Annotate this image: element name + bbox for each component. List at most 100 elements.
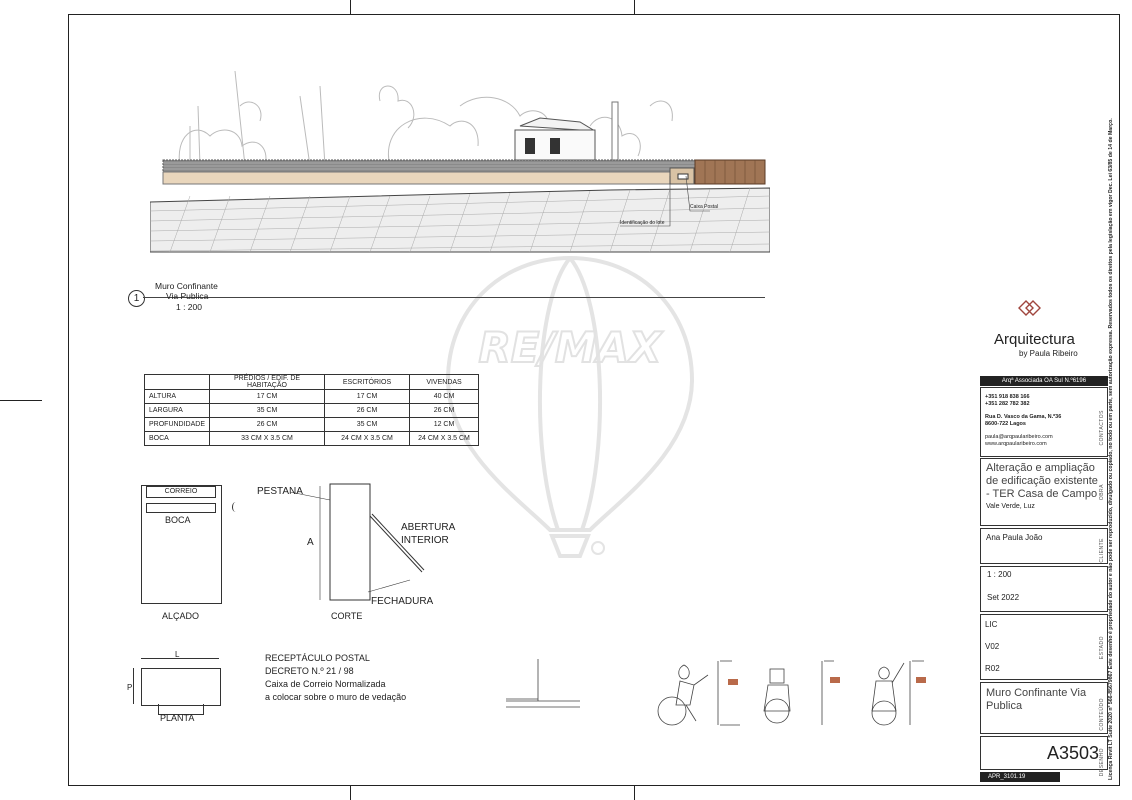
elevation-title-line1: Muro Confinante	[155, 281, 218, 291]
brand-subtitle: by Paula Ribeiro	[1019, 349, 1078, 358]
mailbox-elevation-outline	[141, 485, 222, 604]
legal-notice: Licença Revit LT Suite 2020 nº 566-85679…	[1108, 118, 1114, 780]
scale-date-block: 1 : 200 Set 2022	[980, 566, 1108, 612]
table-cell: 33 CM X 3.5 CM	[209, 431, 326, 446]
project-block: Alteração e ampliação de edificação exis…	[980, 458, 1108, 526]
fechadura-label: FECHADURA	[371, 596, 434, 607]
label-plot-id: Identificação do lote	[620, 220, 665, 226]
table-cell: 40 CM	[409, 389, 480, 404]
table-cell: ALTURA	[143, 389, 211, 404]
brand-block: Arquitectura by Paula Ribeiro	[980, 286, 1108, 376]
mailbox-plan-outline	[141, 668, 221, 706]
table-cell: PROFUNDIDADE	[143, 417, 211, 432]
table-header-cell: ESCRITÓRIOS	[324, 374, 411, 390]
table-row: LARGURA 35 CM 26 CM 26 CM	[143, 403, 480, 418]
note-line: a colocar sobre o muro de vedação	[265, 692, 407, 702]
note-line: Caixa de Correio Normalizada	[265, 679, 386, 689]
crop-mark	[350, 786, 351, 800]
website-text: www.arqpaularibeiro.com	[985, 441, 1047, 447]
elevation-scale: 1 : 200	[176, 302, 202, 312]
content-side-label: CONTEÚDO	[1099, 698, 1105, 731]
table-cell: 17 CM	[209, 389, 326, 404]
remax-balloon-watermark: RE/MAX	[445, 255, 695, 558]
sheet-scale: 1 : 200	[987, 570, 1012, 579]
table-cell: 26 CM	[324, 403, 411, 418]
contacts-block: +351 918 838 166 +351 282 782 382 Rua D.…	[980, 387, 1108, 457]
table-cell: 12 CM	[409, 417, 480, 432]
correio-plate: CORREIO	[146, 486, 216, 498]
phone-2: +351 282 782 382	[985, 401, 1030, 407]
crop-mark	[634, 786, 635, 800]
address-line-2: 8600-722 Lagos	[985, 421, 1026, 427]
contacts-side-label: CONTACTOS	[1099, 410, 1105, 446]
note-line: DECRETO N.º 21 / 98	[265, 666, 354, 676]
elevation-title-line2: Via Publica	[166, 291, 209, 301]
dimension-a-label: A	[307, 537, 314, 548]
architect-registration-bar: Arqª Associada OA Sul N.º6196	[980, 376, 1108, 386]
table-row: ALTURA 17 CM 17 CM 40 CM	[143, 389, 480, 404]
title-underline	[143, 297, 765, 298]
abertura-label-2: INTERIOR	[401, 535, 449, 546]
state-block: LIC V02 R02	[980, 614, 1108, 680]
table-cell: 35 CM	[324, 417, 411, 432]
dimension-p-label: P	[127, 683, 133, 692]
slot-detail-mark	[232, 502, 239, 512]
sheet-number-block: A3503	[980, 736, 1108, 770]
email-text: paula@arqpaularibeiro.com	[985, 434, 1053, 440]
content-block: Muro Confinante Via Publica	[980, 682, 1108, 734]
mail-slot	[146, 503, 216, 513]
project-title: Alteração e ampliação de edificação exis…	[986, 462, 1098, 500]
brand-name: Arquitectura	[994, 331, 1075, 348]
table-cell: 24 CM X 3.5 CM	[409, 431, 480, 446]
elevation-drawing: Caixa Postal Identificação do lote	[150, 70, 770, 253]
corte-label: CORTE	[331, 611, 363, 621]
note-line: RECEPTÁCULO POSTAL	[265, 653, 370, 663]
planta-label: PLANTA	[160, 713, 195, 723]
revision-code: R02	[985, 664, 1000, 673]
dimension-l-label: L	[175, 650, 180, 659]
table-cell: 26 CM	[409, 403, 480, 418]
table-cell: LARGURA	[143, 403, 211, 418]
dimension-line-l	[141, 658, 219, 659]
remax-watermark-text: RE/MAX	[478, 323, 664, 372]
mailbox-spec-table: PRÉDIOS / EDIF. DE HABITAÇÃO ESCRITÓRIOS…	[143, 374, 480, 446]
client-block: Ana Paula João	[980, 528, 1108, 564]
client-name: Ana Paula João	[986, 533, 1043, 542]
version-code: V02	[985, 642, 1000, 651]
sheet-number: A3503	[1046, 743, 1099, 763]
label-mailbox: Caixa Postal	[690, 204, 718, 210]
table-header-cell: PRÉDIOS / EDIF. DE HABITAÇÃO	[209, 374, 326, 390]
boca-label: BOCA	[165, 515, 191, 525]
abertura-label-1: ABERTURA	[401, 522, 456, 533]
crop-mark	[634, 0, 635, 14]
phone-1: +351 918 838 166	[985, 394, 1030, 400]
table-header-cell: VIVENDAS	[409, 374, 480, 390]
table-row: PROFUNDIDADE 26 CM 35 CM 12 CM	[143, 417, 480, 432]
table-cell: 17 CM	[324, 389, 411, 404]
table-header-row: PRÉDIOS / EDIF. DE HABITAÇÃO ESCRITÓRIOS…	[143, 374, 480, 390]
table-row: BOCA 33 CM X 3.5 CM 24 CM X 3.5 CM 24 CM…	[143, 431, 480, 446]
table-header-cell	[143, 374, 211, 390]
file-code-bar: APR_3101.19	[980, 772, 1060, 782]
accessibility-diagrams	[506, 659, 926, 726]
table-cell: 26 CM	[209, 417, 326, 432]
phase-code: LIC	[985, 620, 998, 629]
table-cell: 24 CM X 3.5 CM	[324, 431, 411, 446]
state-side-label: ESTADO	[1099, 636, 1105, 660]
dimension-line-p	[133, 668, 134, 704]
table-cell: BOCA	[143, 431, 211, 446]
crop-mark	[0, 400, 42, 401]
crop-mark	[350, 0, 351, 14]
alcado-label: ALÇADO	[162, 611, 200, 621]
address-line-1: Rua D. Vasco da Gama, N.º36	[985, 414, 1062, 420]
drawing-number-badge: 1	[128, 290, 145, 307]
postal-note: RECEPTÁCULO POSTAL DECRETO N.º 21 / 98 C…	[265, 652, 406, 704]
drawing-side-label: DESENHO	[1099, 748, 1105, 777]
client-side-label: CLIENTE	[1099, 538, 1105, 563]
sheet-date: Set 2022	[987, 593, 1020, 602]
drawing-sheet-border	[68, 14, 1120, 786]
table-cell: 35 CM	[209, 403, 326, 418]
obra-side-label: OBRA	[1099, 484, 1105, 501]
brand-logo-icon	[1018, 300, 1041, 316]
pestana-label: PESTANA	[257, 486, 303, 497]
